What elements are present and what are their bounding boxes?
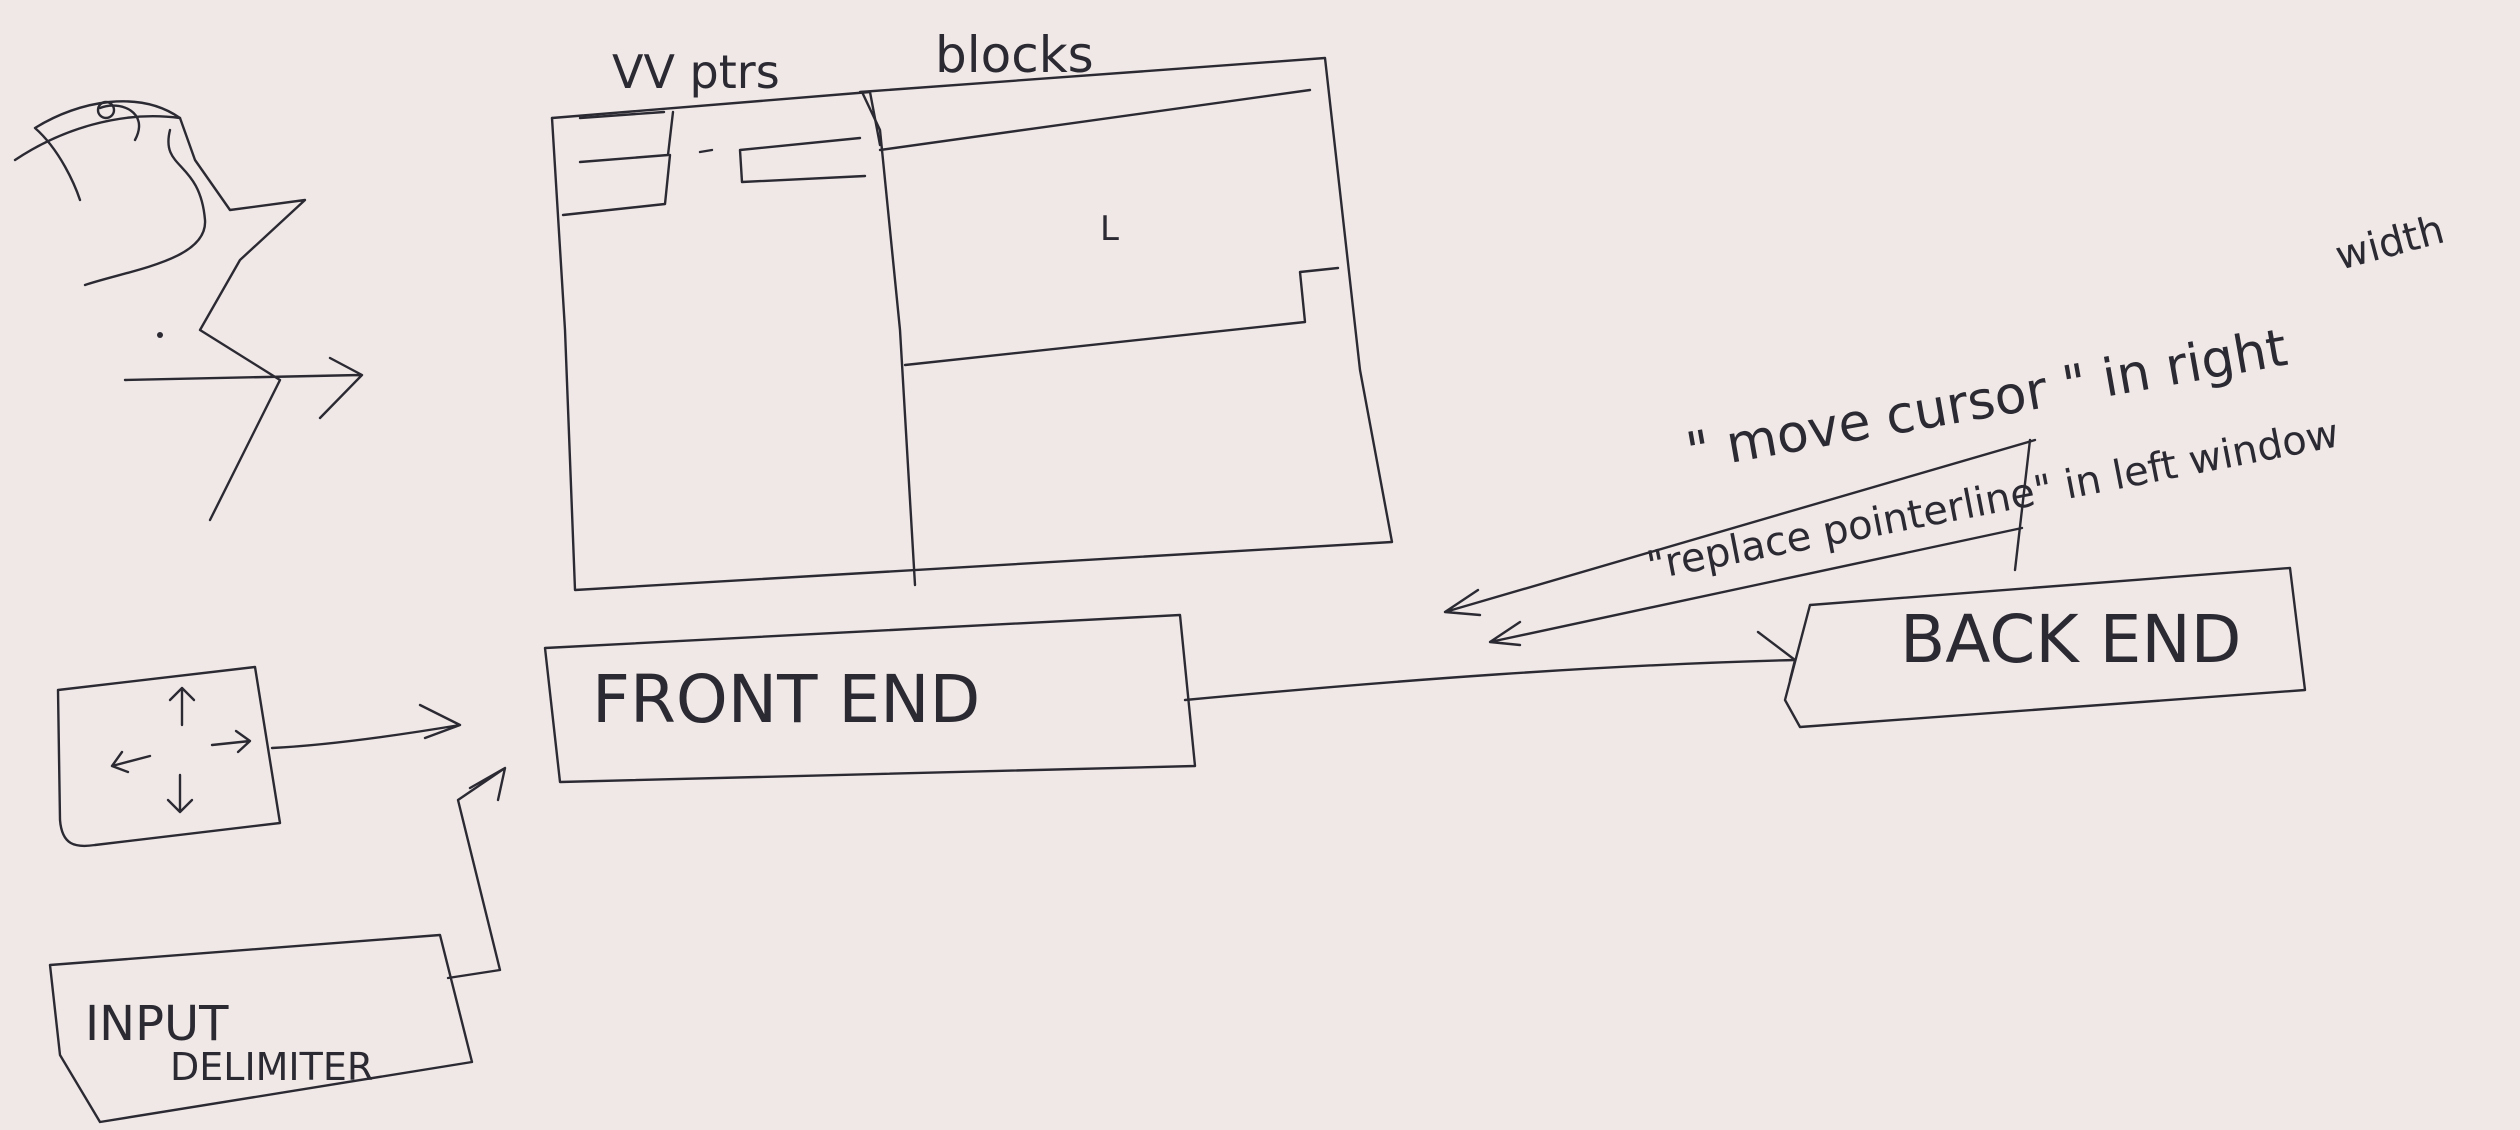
message-window-label: width — [2331, 207, 2449, 280]
arrow-down-icon — [166, 773, 194, 814]
back-end-label: BACK END — [1900, 601, 2242, 678]
front-end-label: FRONT END — [592, 661, 980, 738]
cursor-mark: L — [1100, 209, 1119, 249]
vv-ptrs-label: VV ptrs — [612, 45, 780, 99]
dot-mark — [157, 332, 163, 338]
front-end-box — [543, 613, 1197, 784]
blocks-label: blocks — [935, 26, 1094, 84]
scribble-sketch — [13, 100, 364, 522]
left-pointer-line-3 — [578, 110, 666, 120]
arrow-keys-box — [56, 665, 462, 848]
back-to-front-arrows — [1443, 438, 2037, 647]
pointer-box — [738, 136, 867, 184]
arrow-up-icon — [168, 686, 196, 727]
input-delimiter-box — [48, 766, 507, 1124]
left-pointer-line-1 — [578, 110, 675, 164]
cursor-line-box — [903, 266, 1340, 367]
front-to-back-arrow — [1183, 630, 1797, 702]
input-label: INPUT — [85, 996, 229, 1052]
delimiter-label: DELIMITER — [170, 1045, 373, 1089]
back-end-box — [1783, 566, 2307, 729]
arrow-right-icon — [210, 729, 252, 754]
left-pointer-line-2 — [561, 153, 672, 217]
arrow-left-icon — [110, 750, 152, 774]
screen-sketch — [550, 56, 1394, 592]
